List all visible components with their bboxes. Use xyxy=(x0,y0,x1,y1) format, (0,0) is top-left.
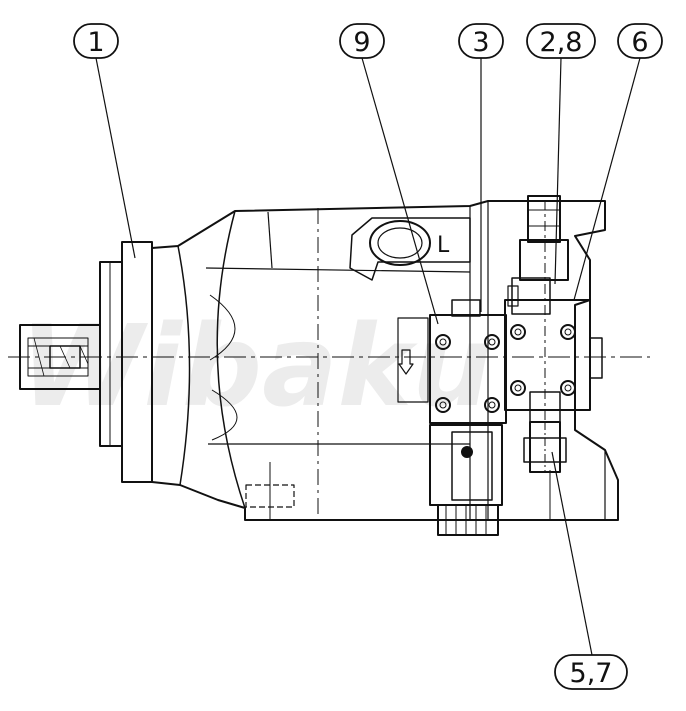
port-l xyxy=(349,217,471,281)
solenoid xyxy=(429,424,503,536)
callout-1-bubble xyxy=(73,23,119,59)
callout-3-bubble xyxy=(458,23,504,59)
leader-6 xyxy=(573,57,641,301)
callout-2-8-label: 2,8 xyxy=(540,27,583,58)
callout-5-7-bubble xyxy=(554,654,628,690)
mounting-flange xyxy=(99,241,153,483)
pump-housing xyxy=(151,200,619,521)
pressure-controller xyxy=(504,195,603,423)
drain-boss xyxy=(245,462,295,520)
callout-3-label: 3 xyxy=(472,27,489,58)
callout-6-bubble xyxy=(617,23,663,59)
callout-9-label: 9 xyxy=(353,27,370,58)
callout-5-7-label: 5,7 xyxy=(570,658,613,689)
port-l-label: L xyxy=(437,233,450,258)
callout-6-label: 6 xyxy=(631,27,648,58)
callout-9-bubble xyxy=(339,23,385,59)
watermark: Wibaku xyxy=(20,302,492,432)
leader-2-8 xyxy=(554,57,562,285)
callout-1-label: 1 xyxy=(87,27,104,58)
leader-5-7 xyxy=(551,451,593,656)
callout-2-8-bubble xyxy=(526,23,596,59)
lower-adjuster xyxy=(523,421,567,473)
leader-9 xyxy=(361,57,439,325)
leader-1 xyxy=(95,57,136,259)
